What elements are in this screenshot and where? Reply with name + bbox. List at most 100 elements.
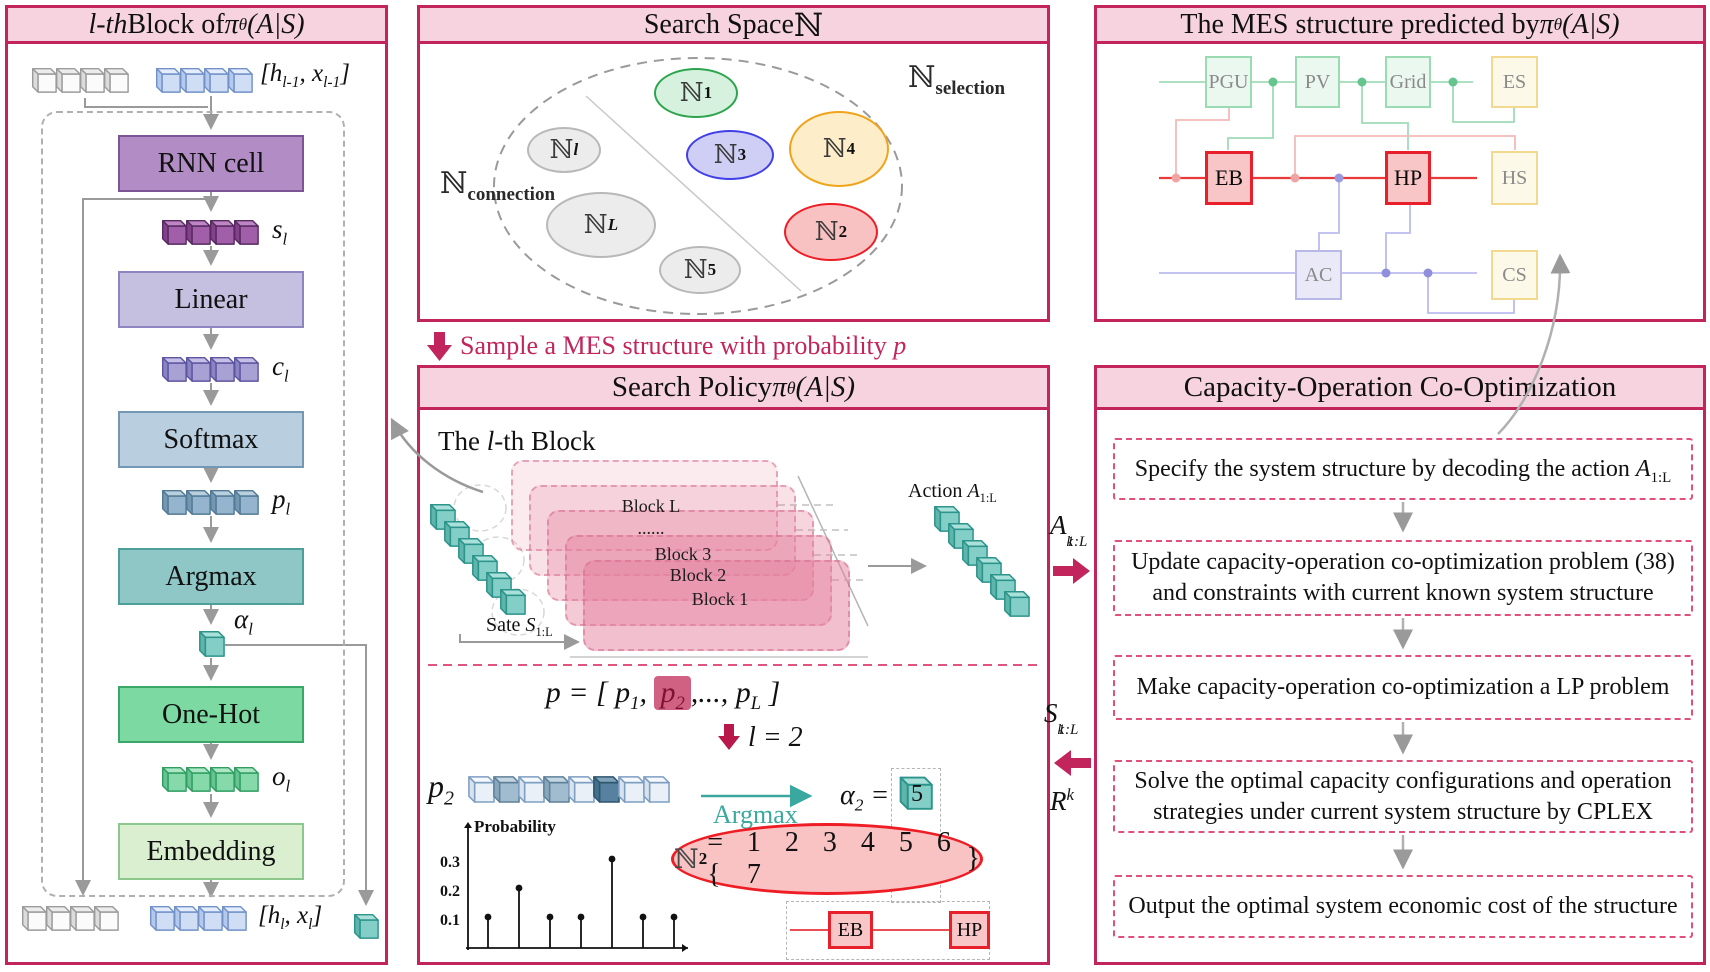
block-2-label: Block 2 [669, 565, 727, 585]
pi-symbol: π [224, 8, 239, 40]
mini-hp-node: HP [949, 911, 990, 949]
co-opt-title: Capacity-Operation Co-Optimization [1097, 368, 1703, 410]
p2-highlight-chip: p2 [654, 676, 691, 713]
block-3-label: Block 3 [654, 544, 712, 564]
node-hp: HP [1385, 151, 1431, 205]
svg-text:0.2: 0.2 [440, 883, 460, 900]
linear-box: Linear [118, 271, 304, 328]
title-lth: l-th [88, 8, 128, 40]
step-solve-cplex: Solve the optimal capacity configuration… [1113, 760, 1693, 833]
block-1-label: Block 1 [691, 589, 749, 609]
argmax-box: Argmax [118, 548, 304, 605]
block-L-label: Block L [621, 496, 681, 516]
node-grid: Grid [1385, 56, 1431, 108]
prob-vector-formula: p = [ p1, p2,..., pL ] [545, 676, 781, 714]
input-label: [hl-1, xl-1] [260, 60, 351, 91]
sample-note: Sample a MES structure with probability … [460, 331, 907, 360]
node-hs: HS [1491, 151, 1538, 205]
p2-label: p2 [428, 768, 454, 810]
sample-down-arrow-icon [427, 332, 452, 361]
title-mid: Block of [127, 8, 225, 40]
alpha2-value: 5 [911, 781, 923, 807]
step-specify-structure: Specify the system structure by decoding… [1113, 438, 1693, 500]
c-cubes [162, 357, 259, 382]
l2-down-arrow-icon [718, 724, 740, 750]
softmax-box: Softmax [118, 411, 304, 468]
set-members: 1 2 3 4 5 6 7 [746, 827, 951, 890]
block-dashed-boundary [41, 111, 345, 897]
output-action-cube [354, 914, 379, 939]
o-label: ol [272, 761, 291, 796]
node-ac: AC [1295, 250, 1342, 300]
left-panel-lines [75, 96, 374, 906]
alpha2-label: α2 = [840, 780, 890, 815]
co-opt-arrows [1393, 502, 1413, 870]
action-label: Action A1:L [908, 480, 997, 505]
mini-eb-node: EB [828, 911, 873, 949]
action-cubes [934, 506, 1030, 617]
mes-circuit-lines [1159, 77, 1516, 314]
state-cubes [430, 504, 526, 615]
svg-text:0.1: 0.1 [440, 912, 460, 929]
input-cubes-blue [156, 68, 253, 93]
block-stack-1 [583, 560, 850, 651]
step-update-problem: Update capacity-operation co-optimizatio… [1113, 540, 1693, 616]
l-equals-2: l = 2 [748, 722, 803, 753]
set-n2-symbol: ℕ [674, 843, 699, 874]
p-label: pl [272, 484, 291, 519]
node-eb: EB [1205, 151, 1253, 205]
step-output-cost: Output the optimal system economic cost … [1113, 875, 1693, 938]
node-cs: CS [1491, 250, 1538, 300]
output-cubes-blue [150, 906, 247, 931]
s-cubes [162, 220, 259, 245]
nn-symbol: ℕ [793, 6, 824, 43]
output-label: [hl, xl] [258, 902, 323, 933]
state-label: Sate S1:L [486, 614, 553, 639]
connection-region-label: ℕconnection [440, 167, 556, 205]
title-args: (A|S) [247, 8, 305, 40]
alpha-label: αl [234, 604, 253, 639]
rnn-cell-box: RNN cell [118, 135, 304, 192]
hidden-state-cubes-gray [32, 68, 129, 93]
embedding-box: Embedding [118, 823, 304, 880]
step-make-lp: Make capacity-operation co-optimization … [1113, 655, 1693, 720]
state-left-arrow-icon [1054, 750, 1091, 776]
plot-ylabel: Probability [474, 817, 556, 836]
block-dots-label: ...... [637, 518, 665, 538]
co-optimization-panel: Capacity-Operation Co-Optimization Speci… [1094, 365, 1706, 965]
node-pgu: PGU [1205, 56, 1252, 108]
probability-stem-plot: Probability 0.1 0.2 0.3 [440, 817, 688, 952]
node-pv: PV [1295, 56, 1340, 108]
p2-cubes [468, 776, 670, 803]
reward-label: Rk [1050, 785, 1074, 816]
svg-text:0.3: 0.3 [440, 854, 460, 871]
alpha-cube [199, 631, 225, 657]
lth-block-caption: The l-th Block [438, 426, 596, 456]
p-cubes [162, 490, 259, 515]
s-label: sl [272, 214, 288, 249]
o-cubes [162, 767, 259, 792]
c-label: cl [272, 351, 289, 386]
action-right-arrow-icon [1053, 558, 1090, 584]
onehot-box: One-Hot [118, 686, 304, 743]
selection-region-label: ℕselection [908, 61, 1006, 99]
search-space-title: Search Space ℕ [420, 6, 1047, 44]
